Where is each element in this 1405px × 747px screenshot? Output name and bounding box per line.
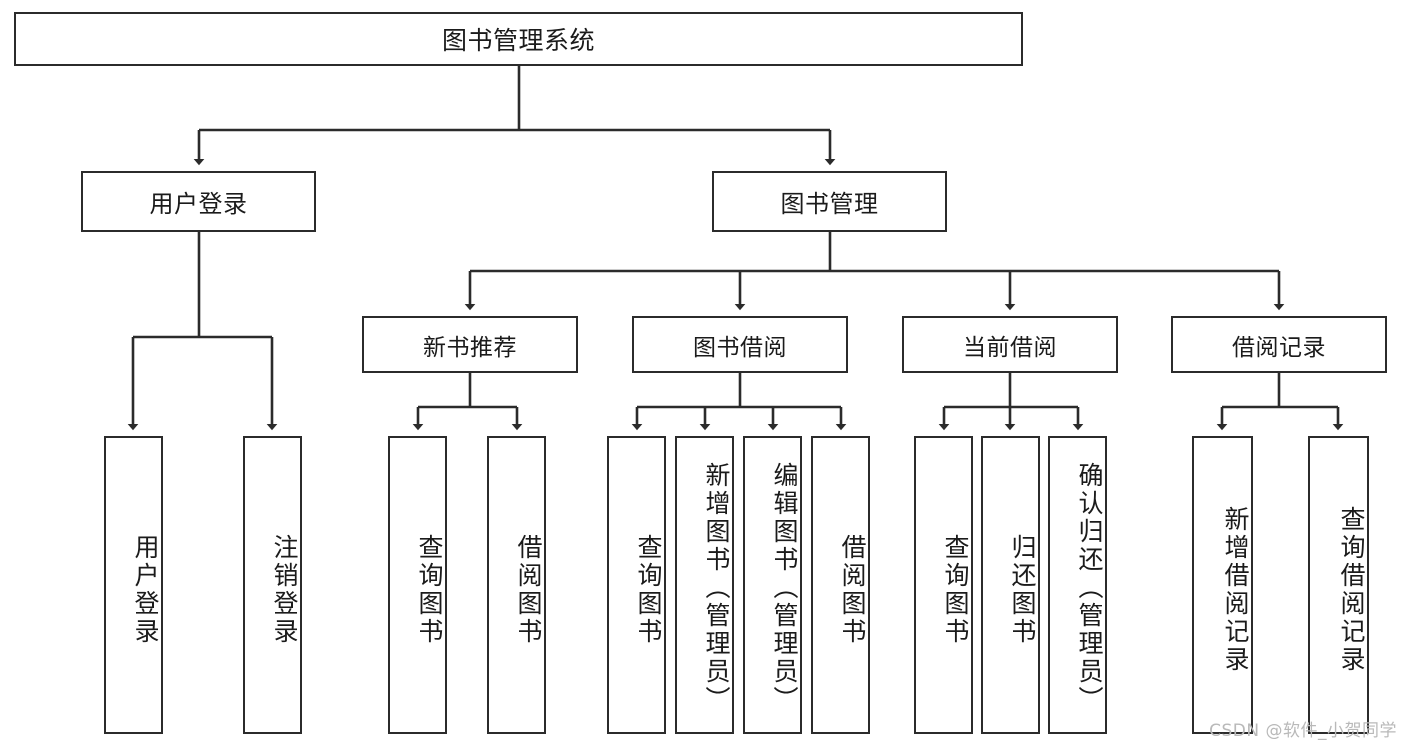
node-leaf-logout-label: 注销登录 bbox=[270, 534, 299, 646]
node-leaf-newbook-borrow-book-label: 借阅图书 bbox=[514, 534, 543, 646]
node-current-borrow-label: 当前借阅 bbox=[963, 334, 1057, 361]
node-leaf-user-login[interactable]: 用户登录 bbox=[104, 436, 163, 734]
node-book-manage[interactable]: 图书管理 bbox=[712, 171, 947, 232]
node-leaf-borrow-book[interactable]: 借阅图书 bbox=[811, 436, 870, 734]
node-leaf-current-query-book[interactable]: 查询图书 bbox=[914, 436, 973, 734]
node-leaf-current-query-book-label: 查询图书 bbox=[941, 534, 970, 646]
node-leaf-newbook-borrow-book[interactable]: 借阅图书 bbox=[487, 436, 546, 734]
node-leaf-return-book-label: 归还图书 bbox=[1008, 534, 1037, 646]
node-leaf-borrow-query-book[interactable]: 查询图书 bbox=[607, 436, 666, 734]
node-book-manage-label: 图书管理 bbox=[780, 190, 879, 218]
node-leaf-user-login-label: 用户登录 bbox=[131, 534, 160, 646]
node-leaf-newbook-query-book-label: 查询图书 bbox=[415, 534, 444, 646]
node-leaf-return-book[interactable]: 归还图书 bbox=[981, 436, 1040, 734]
node-leaf-confirm-return-admin[interactable]: 确认归还（管理员） bbox=[1048, 436, 1107, 734]
node-new-book-recommend-label: 新书推荐 bbox=[423, 334, 517, 361]
node-leaf-borrow-query-book-label: 查询图书 bbox=[634, 534, 663, 646]
node-root-system[interactable]: 图书管理系统 bbox=[14, 12, 1023, 66]
node-borrow-record[interactable]: 借阅记录 bbox=[1171, 316, 1387, 373]
node-current-borrow[interactable]: 当前借阅 bbox=[902, 316, 1118, 373]
node-user-login-label: 用户登录 bbox=[149, 190, 248, 218]
node-leaf-query-borrow-record-label: 查询借阅记录 bbox=[1337, 506, 1366, 674]
node-new-book-recommend[interactable]: 新书推荐 bbox=[362, 316, 578, 373]
node-leaf-add-book-admin[interactable]: 新增图书（管理员） bbox=[675, 436, 734, 734]
node-book-borrow-label: 图书借阅 bbox=[693, 334, 787, 361]
node-book-borrow[interactable]: 图书借阅 bbox=[632, 316, 848, 373]
node-root-system-label: 图书管理系统 bbox=[441, 26, 595, 55]
node-leaf-query-borrow-record[interactable]: 查询借阅记录 bbox=[1308, 436, 1369, 734]
node-leaf-edit-book-admin-label: 编辑图书（管理员） bbox=[770, 462, 799, 714]
node-leaf-confirm-return-admin-label: 确认归还（管理员） bbox=[1075, 462, 1104, 714]
node-leaf-borrow-book-label: 借阅图书 bbox=[838, 534, 867, 646]
node-leaf-add-borrow-record-label: 新增借阅记录 bbox=[1221, 506, 1250, 674]
csdn-watermark: CSDN @软件_小贺同学 bbox=[1209, 721, 1397, 741]
node-borrow-record-label: 借阅记录 bbox=[1232, 334, 1326, 361]
node-leaf-edit-book-admin[interactable]: 编辑图书（管理员） bbox=[743, 436, 802, 734]
node-leaf-logout[interactable]: 注销登录 bbox=[243, 436, 302, 734]
node-leaf-newbook-query-book[interactable]: 查询图书 bbox=[388, 436, 447, 734]
node-user-login[interactable]: 用户登录 bbox=[81, 171, 316, 232]
node-leaf-add-book-admin-label: 新增图书（管理员） bbox=[702, 462, 731, 714]
node-leaf-add-borrow-record[interactable]: 新增借阅记录 bbox=[1192, 436, 1253, 734]
